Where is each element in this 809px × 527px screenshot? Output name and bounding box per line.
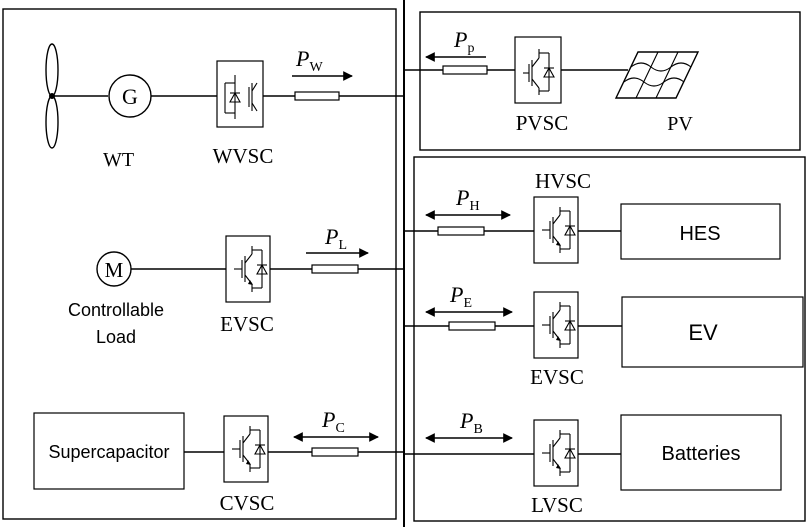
pb-label: PB: [459, 408, 483, 437]
wvsc-cable-resistor: [294, 91, 340, 101]
hvsc-label: HVSC: [535, 169, 591, 193]
generator-label: G: [122, 84, 138, 109]
controllable-load-label-2: Load: [96, 327, 136, 347]
cvsc-label: CVSC: [220, 491, 275, 515]
evsc-ev-label: EVSC: [530, 365, 584, 389]
pv-group-frame: [419, 11, 801, 151]
ev-box: [621, 296, 804, 368]
evsc-load-converter: [225, 235, 271, 303]
pv-panel-icon: [614, 51, 700, 99]
pv-label: PV: [667, 113, 693, 135]
pvsc-label: PVSC: [516, 111, 569, 135]
motor-icon: M: [96, 251, 132, 287]
pp-label: Pp: [453, 27, 474, 56]
wvsc-label: WVSC: [213, 144, 274, 168]
pvsc-converter: [514, 36, 562, 104]
wind-turbine-icon: [45, 43, 108, 149]
generator-icon: G: [108, 74, 152, 118]
evsc-ev-converter: [533, 291, 579, 359]
ev-label: EV: [688, 320, 718, 345]
ev-cable-resistor: [448, 321, 496, 331]
cvsc-cable-resistor: [311, 447, 359, 457]
hvsc-converter: [533, 196, 579, 264]
hvsc-cable-resistor: [437, 226, 485, 236]
cvsc-converter: [223, 415, 269, 483]
evsc-load-cable-resistor: [311, 264, 359, 274]
ph-label: PH: [455, 185, 480, 214]
motor-label: M: [105, 258, 124, 282]
left-group-frame: [2, 8, 397, 520]
pe-label: PE: [449, 282, 472, 311]
pl-label: PL: [324, 224, 347, 253]
hes-box: [620, 203, 781, 260]
batteries-label: Batteries: [662, 443, 741, 465]
supercapacitor-box: [33, 412, 185, 490]
lvsc-converter: [533, 419, 579, 487]
hes-label: HES: [679, 223, 720, 245]
wt-label: WT: [103, 149, 134, 171]
evsc-load-label: EVSC: [220, 312, 274, 336]
controllable-load-label-1: Controllable: [68, 300, 164, 320]
pc-label: PC: [321, 407, 345, 436]
wvsc-converter: [216, 60, 264, 128]
pvsc-cable-resistor: [442, 65, 488, 75]
right-group-frame: [413, 156, 806, 522]
lvsc-label: LVSC: [531, 493, 583, 517]
pw-label: PW: [295, 46, 323, 75]
supercapacitor-label: Supercapacitor: [48, 442, 169, 462]
batteries-box: [620, 414, 782, 491]
